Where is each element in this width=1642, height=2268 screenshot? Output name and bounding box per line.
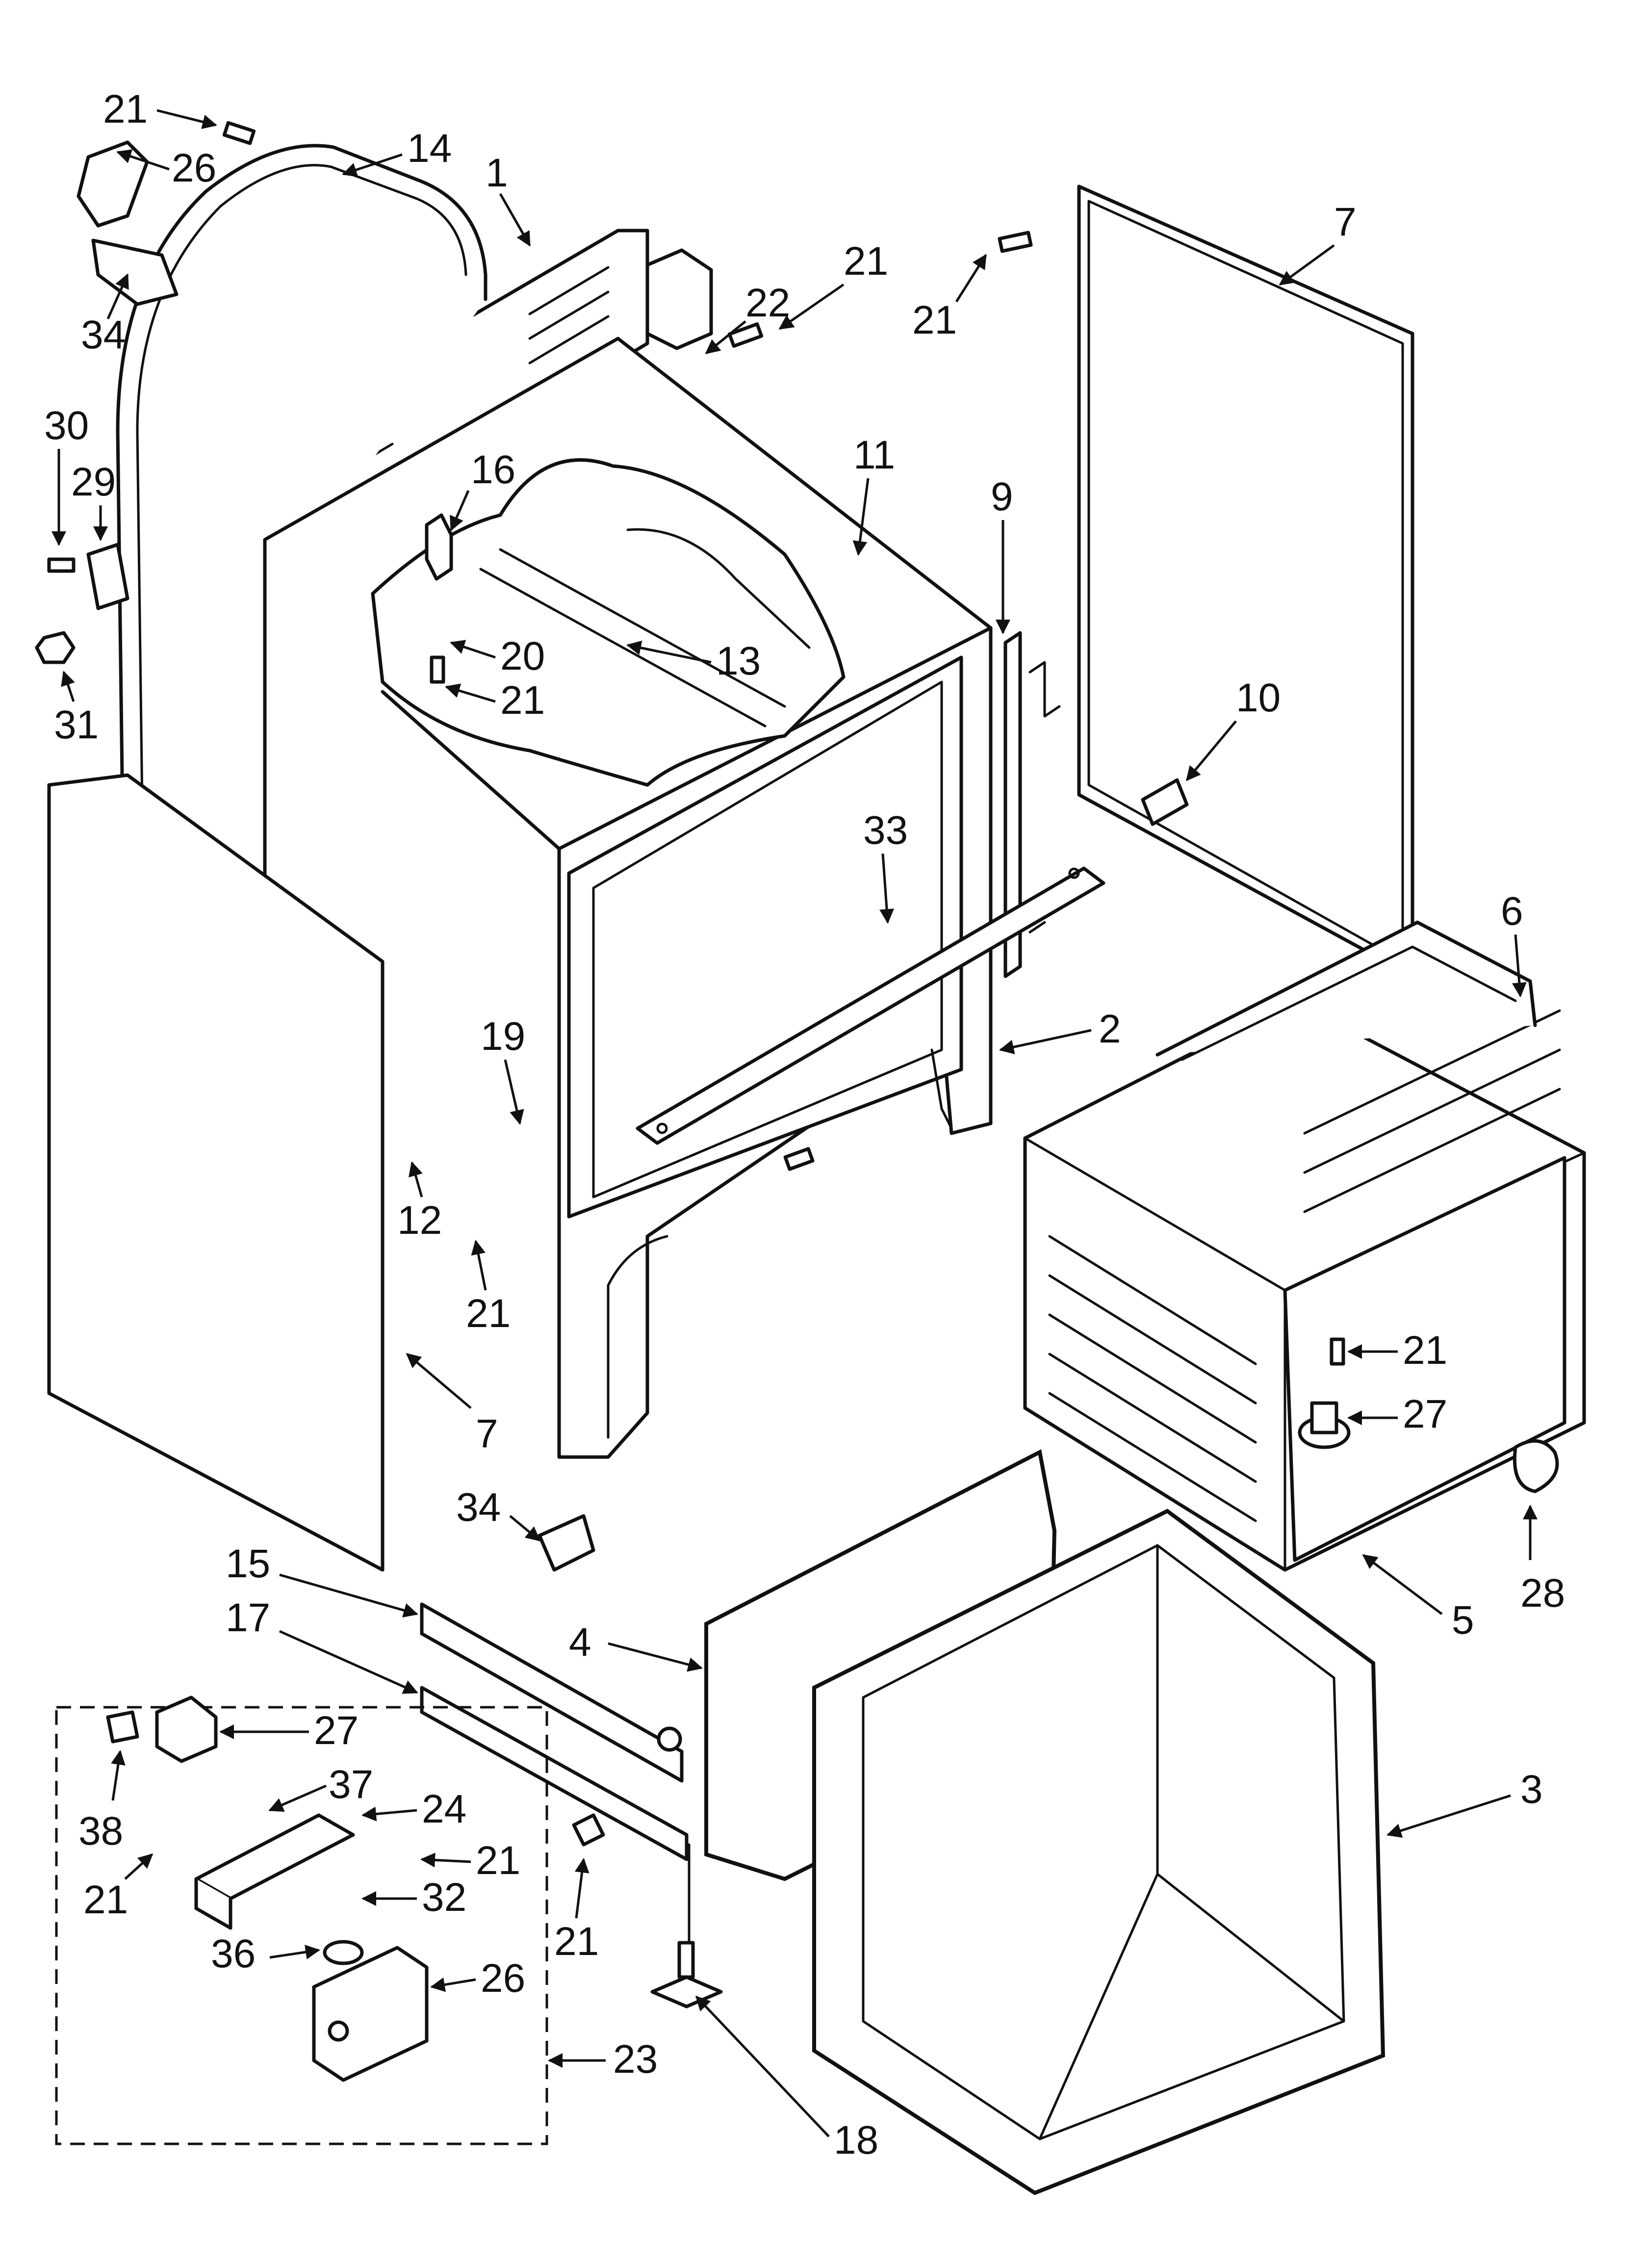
callout-21: 21 [476,1838,520,1883]
callout-18: 18 [834,2118,878,2163]
callout-10: 10 [1236,676,1281,720]
callout-31: 31 [54,703,99,747]
callout-4: 4 [569,1620,591,1665]
callout-16: 16 [471,447,515,492]
callouts: 21 26 14 1 34 22 21 7 21 30 29 31 16 11 … [44,87,1565,2163]
callout-3: 3 [1520,1767,1543,1812]
callout-34: 34 [456,1485,501,1530]
crossbar [636,866,1105,1145]
callout-27: 27 [314,1708,359,1753]
callout-21: 21 [500,678,545,723]
callout-6: 6 [1501,889,1523,934]
insulation-blankets [704,1449,1385,2195]
callout-19: 19 [481,1014,525,1059]
right-side-panel [1077,184,1414,978]
callout-29: 29 [71,460,116,504]
callout-21: 21 [844,239,888,284]
side-rod [116,144,487,816]
callout-22: 22 [745,281,790,325]
leveling-leg [650,1941,723,2008]
callout-11: 11 [853,433,895,477]
callout-20: 20 [500,634,545,678]
callout-26: 26 [481,1956,525,2001]
left-side-panel [47,773,385,1572]
lock-assembly-kit [55,1695,548,2145]
callout-17: 17 [226,1595,270,1640]
callout-36: 36 [211,1931,256,1976]
main-frame [263,337,993,1459]
callout-5: 5 [1452,1598,1474,1642]
callout-32: 32 [422,1875,466,1920]
callout-7: 7 [476,1411,498,1456]
callout-15: 15 [226,1541,270,1586]
callout-1: 1 [486,151,508,195]
side-rail [1003,631,1061,978]
callout-25: 27 [1403,1392,1447,1436]
callout-34: 34 [81,313,126,357]
callout-21: 21 [466,1291,511,1336]
callout-33: 33 [863,808,908,853]
callout-7: 7 [1334,200,1357,244]
callout-2: 2 [1099,1007,1121,1051]
callout-21: 21 [1403,1328,1447,1373]
callout-14: 14 [407,126,452,171]
callout-12: 12 [397,1198,442,1243]
callout-21: 21 [83,1877,128,1922]
callout-30: 30 [44,403,89,448]
callout-13: 13 [716,639,761,683]
callout-23: 23 [613,2037,658,2082]
bottom-brackets [420,1602,691,1944]
callout-38: 38 [78,1809,123,1853]
callout-21: 21 [912,298,957,342]
callout-35: 26 [172,146,216,190]
callout-28: 28 [1520,1571,1565,1616]
callout-24: 24 [422,1787,466,1831]
callout-21: 21 [554,1919,599,1964]
callout-9: 9 [991,474,1013,519]
callout-21: 21 [103,87,148,131]
oven-cavity [1023,920,1586,1572]
callout-37: 37 [329,1762,373,1807]
